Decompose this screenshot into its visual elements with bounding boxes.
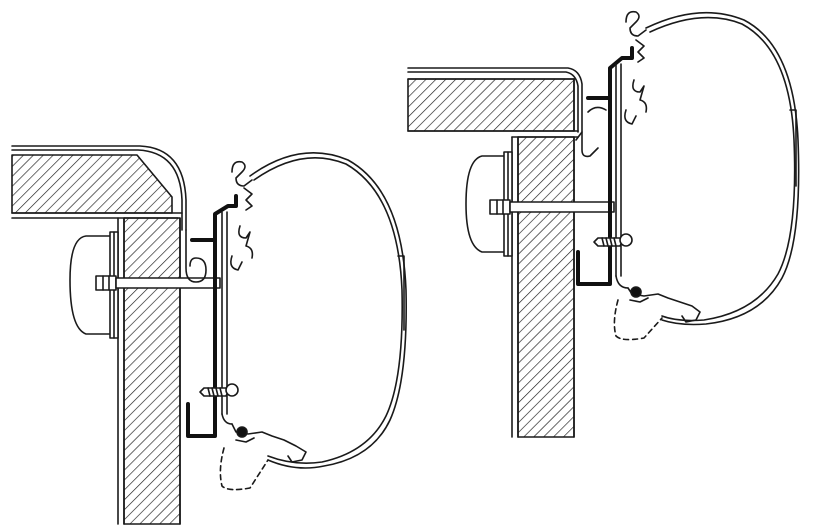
right-wall (511, 136, 579, 438)
left-wall (117, 217, 181, 525)
left-awning-cassette (219, 152, 407, 491)
left-profile-plate (221, 211, 233, 425)
left-bolt (95, 275, 221, 291)
left-rain-rail (185, 229, 207, 283)
right-screw (593, 233, 633, 247)
left-screw (199, 383, 239, 397)
right-assembly (407, 10, 800, 438)
right-wall-bracket (576, 46, 634, 286)
right-rain-rail (581, 106, 607, 158)
right-roof-panel (407, 67, 583, 141)
right-awning-cassette (613, 10, 800, 341)
left-wall-bracket (186, 194, 238, 438)
right-profile-plate (615, 63, 629, 289)
right-bolt (489, 199, 615, 215)
left-assembly (11, 145, 407, 525)
left-roof-panel (11, 145, 187, 231)
